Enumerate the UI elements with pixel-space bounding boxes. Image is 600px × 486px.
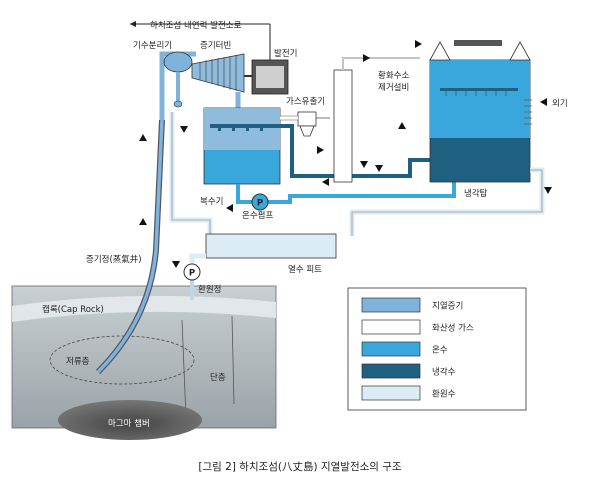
reinjection-pump-symbol: P xyxy=(189,269,195,279)
label-turbine: 증기터빈 xyxy=(200,41,231,51)
flow-arrows xyxy=(139,40,552,268)
legend-label-4: 환원수 xyxy=(432,389,456,400)
pit-to-reinjection xyxy=(189,253,206,264)
cooling-tower-roof-right xyxy=(509,41,531,61)
label-generator: 발전기 xyxy=(274,48,297,59)
label-condenser: 복수기 xyxy=(200,197,223,207)
fault-line-2 xyxy=(231,315,235,405)
condensate-to-pit-outline xyxy=(171,112,211,236)
legend-swatch-2 xyxy=(361,341,421,357)
label-cooling-tower: 냉각탑 xyxy=(464,188,488,199)
gas-extractor-base xyxy=(299,125,315,137)
legend-swatch-3 xyxy=(361,363,421,379)
legend-swatch-4 xyxy=(361,385,421,401)
label-gas-extractor: 가스유출기 xyxy=(286,96,325,107)
legend-label-2: 온수 xyxy=(432,346,448,356)
cooling-tower-drips xyxy=(445,91,507,96)
cooling-tower-upper xyxy=(430,60,530,138)
condenser-steam-space xyxy=(204,108,280,150)
transmission-arrow xyxy=(130,21,136,27)
legend-label-1: 화산성 가스 xyxy=(432,323,474,334)
cooling-tower-louvers xyxy=(524,99,532,125)
label-cap-rock: 캡록(Cap Rock) xyxy=(42,304,104,315)
gas-extractor xyxy=(297,111,317,127)
condenser-nozzles xyxy=(218,128,263,131)
label-reservoir: 저류층 xyxy=(66,357,90,367)
production-well-steam xyxy=(96,119,164,374)
condenser-spray-header xyxy=(210,124,272,128)
gas-pipe-outline xyxy=(280,115,298,121)
figure-caption: [그림 2] 하치조섬(八丈島) 지열발전소의 구조 xyxy=(198,460,401,473)
legend-label-3: 냉각수 xyxy=(432,367,456,378)
label-hot-water-pump: 온수펌프 xyxy=(242,210,273,221)
label-production-well: 증기정(蒸氣井) xyxy=(86,254,142,265)
separator xyxy=(163,51,193,73)
label-transmission: 하치조섬 내연력 발전소로 xyxy=(150,20,242,31)
label-magma: 마그마 챔버 xyxy=(108,418,150,429)
label-separator: 기수분리기 xyxy=(133,41,172,51)
tower-overflow-outline xyxy=(351,169,543,236)
label-h2s-line1: 황화수소 xyxy=(378,70,409,81)
legend-swatch-1 xyxy=(361,319,421,335)
cooling-tower-spray xyxy=(440,88,518,91)
h2s-outlet xyxy=(342,57,420,70)
reservoir-zone xyxy=(49,335,195,385)
label-outside-air: 외기 xyxy=(552,98,568,109)
separator-drain-valve xyxy=(173,100,183,108)
cooling-tower-roof-left xyxy=(429,41,451,61)
label-hot-water-pit: 열수 피트 xyxy=(288,265,322,275)
cooling-tower-fan xyxy=(454,40,502,46)
generator-face xyxy=(256,66,284,88)
fault-line-1 xyxy=(181,319,187,419)
label-h2s-line2: 제거설비 xyxy=(378,82,409,93)
hot-water-pump xyxy=(251,193,269,211)
legend-swatch-0 xyxy=(361,297,421,313)
legend-label-0: 지열증기 xyxy=(432,302,463,312)
label-reinjection-well: 환원정 xyxy=(198,284,221,295)
turbine-blades xyxy=(199,55,237,91)
h2s-removal-unit xyxy=(333,69,353,183)
hot-water-pipe xyxy=(236,184,252,204)
hot-water-pit xyxy=(205,233,337,259)
label-fault: 단층 xyxy=(210,372,226,383)
magma-chamber xyxy=(58,400,202,440)
h2s-outlet-white xyxy=(342,57,420,70)
reinjection-pump xyxy=(183,263,201,281)
hot-water-pump-symbol: P xyxy=(257,199,263,209)
